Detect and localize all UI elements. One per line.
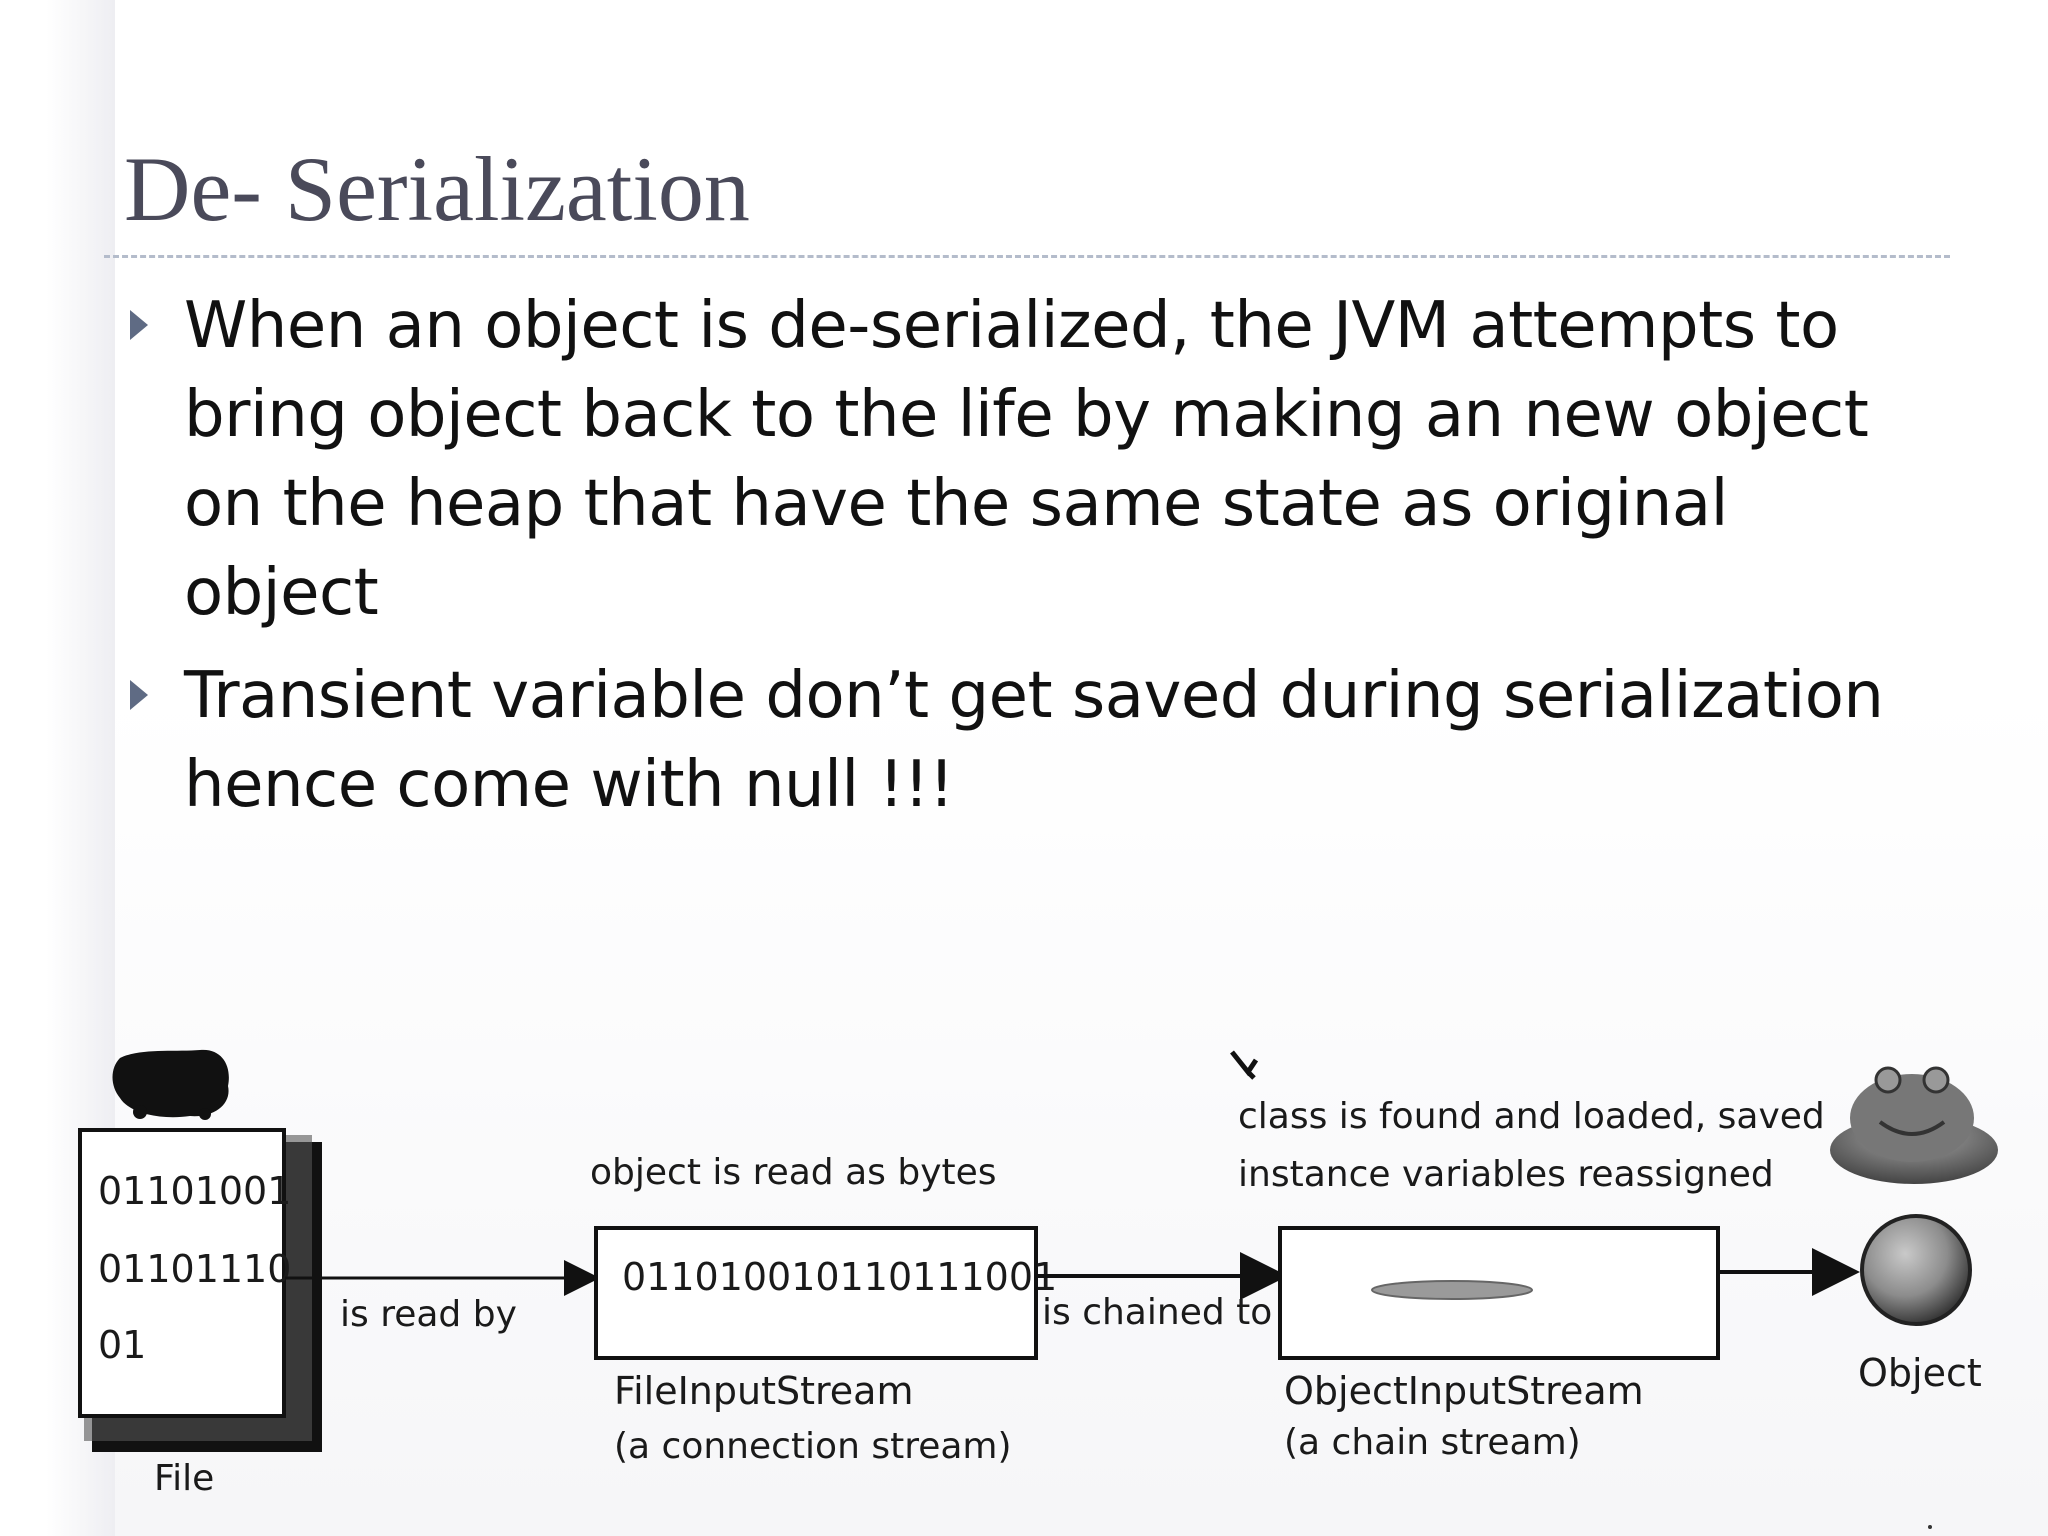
class-caption-line: class is found and loaded, saved — [1238, 1096, 1825, 1137]
creature-icon — [1830, 1066, 1998, 1184]
bullet-text: Transient variable don’t get saved durin… — [184, 659, 1884, 822]
stream-blob — [1371, 1280, 1533, 1300]
bullet-arrow-icon — [130, 310, 148, 340]
edge-label-chained-to: is chained to — [1042, 1292, 1272, 1333]
class-caption-line: instance variables reassigned — [1238, 1154, 1774, 1195]
file-icon — [112, 1049, 229, 1120]
file-label: File — [154, 1458, 214, 1499]
bullet-list: When an object is de-serialized, the JVM… — [130, 282, 1930, 844]
object-input-stream-box — [1278, 1226, 1720, 1360]
stream-bits: 011010010110111001 — [622, 1255, 1057, 1299]
bytes-caption: object is read as bytes — [590, 1152, 997, 1193]
object-sphere — [1860, 1214, 1972, 1326]
bullet-arrow-icon — [130, 680, 148, 710]
edge-label-read-by: is read by — [340, 1294, 517, 1335]
bullet-item: Transient variable don’t get saved durin… — [130, 652, 1930, 830]
file-bits-line: 01101110 — [98, 1247, 291, 1291]
file-input-stream-box — [594, 1226, 1038, 1360]
ois-desc: (a chain stream) — [1284, 1422, 1581, 1463]
fis-desc: (a connection stream) — [614, 1426, 1012, 1467]
file-bits-line: 01101001 — [98, 1169, 291, 1213]
ois-name: ObjectInputStream — [1284, 1369, 1644, 1413]
title-divider — [104, 255, 1950, 258]
pointer-mark-icon — [1230, 1050, 1259, 1080]
file-box — [78, 1128, 322, 1452]
bullet-text: When an object is de-serialized, the JVM… — [184, 289, 1869, 630]
object-label: Object — [1858, 1351, 1982, 1395]
fis-name: FileInputStream — [614, 1369, 913, 1413]
bullet-item: When an object is de-serialized, the JVM… — [130, 282, 1930, 638]
file-bits-line: 01 — [98, 1323, 146, 1367]
slide-title: De- Serialization — [124, 138, 750, 240]
